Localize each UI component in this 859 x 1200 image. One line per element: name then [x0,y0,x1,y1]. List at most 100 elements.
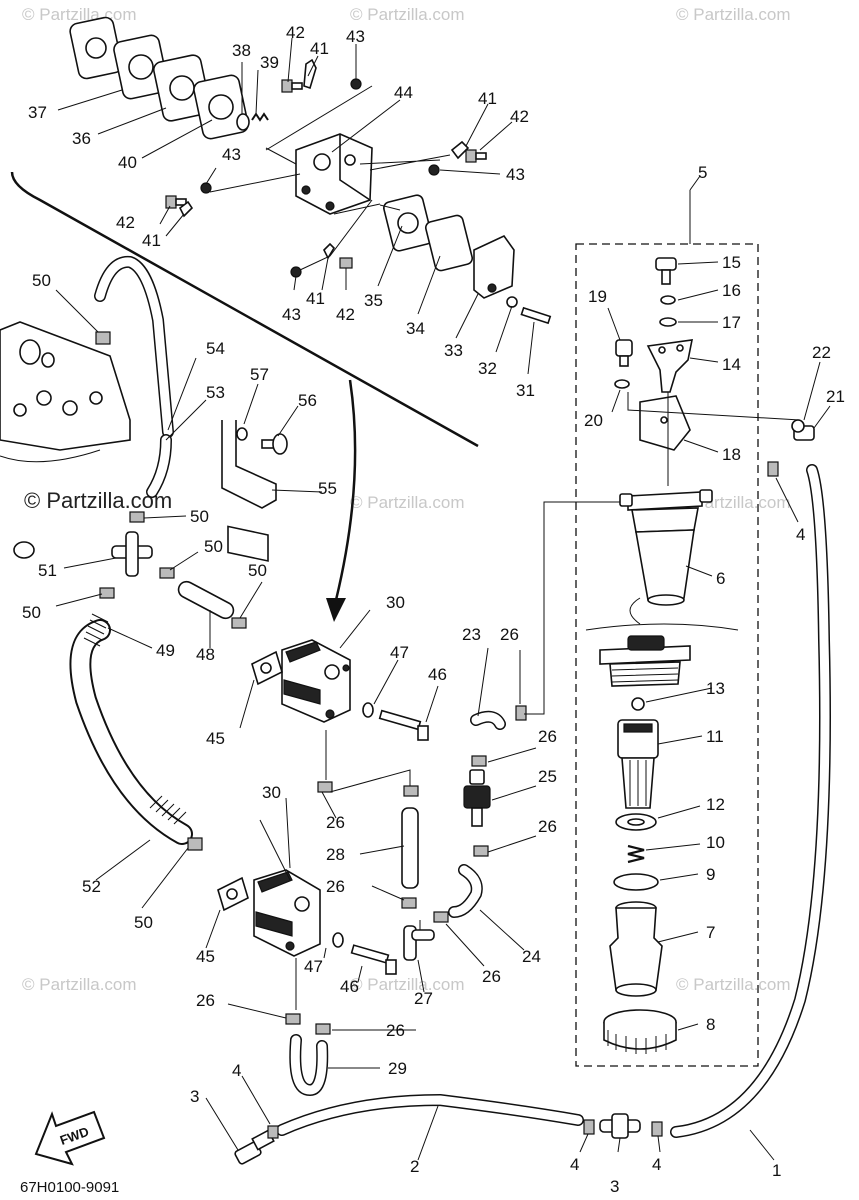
leaders-bracket [627,392,801,486]
callout-30: 30 [262,783,281,802]
clamp-26c [401,897,417,909]
callout-43: 43 [222,145,241,164]
callout-54: 54 [206,339,225,358]
callout-43: 43 [346,27,365,46]
callout-40: 40 [118,153,137,172]
callout-42: 42 [286,23,305,42]
bolt-46-bottom [350,944,397,975]
callout-3: 3 [190,1087,199,1106]
clamp-4b [583,1119,595,1135]
bolt-15 [655,257,677,285]
callout-30: 30 [386,593,405,612]
fuel-filter-25 [463,769,491,827]
clamp-26f [315,1023,331,1035]
clamp-50a [95,331,111,345]
watermark-layer: © Partzilla.com © Partzilla.com © Partzi… [22,5,791,994]
washer-32 [506,296,518,308]
clamp-50d [99,587,115,599]
screw-31 [520,306,552,325]
spring-10 [627,844,645,864]
callout-34: 34 [406,319,425,338]
hose-52-inner [71,621,191,843]
clip-41c [178,200,194,218]
pump-plate-36 [113,34,169,100]
callout-26: 26 [538,817,557,836]
callout-21: 21 [826,387,845,406]
callout-1: 1 [772,1161,781,1180]
callout-49: 49 [156,641,175,660]
section-divider [10,171,479,448]
screw-42 [281,79,303,93]
washer-47-bottom [332,932,344,948]
corrugation-bottom [149,795,187,825]
watermark: © Partzilla.com [22,5,137,24]
connector-3-right [599,1113,641,1139]
callout-38: 38 [232,41,251,60]
callout-31: 31 [516,381,535,400]
callout-43: 43 [282,305,301,324]
leader-lines-left [55,289,775,1161]
callout-46: 46 [428,665,447,684]
assembly-leads-top [209,85,451,271]
hose-1-outer [670,464,831,1138]
callout-44: 44 [394,83,413,102]
connection-lines-center [259,501,628,1010]
washer-47-top [362,702,374,718]
clamp-26a [317,781,333,793]
bowl-nut-8 [603,1009,677,1054]
callout-26: 26 [482,967,501,986]
callout-36: 36 [72,129,91,148]
clamp-26i [515,705,527,721]
separator-line [585,623,739,631]
callout-29: 29 [388,1059,407,1078]
clamp-50b [129,511,145,523]
pump-plate-34 [424,214,474,272]
callout-47: 47 [390,643,409,662]
callout-13: 13 [706,679,725,698]
spring-39 [251,112,269,122]
nut-43d [290,266,302,278]
watermark: © Partzilla.com [350,975,465,994]
clamp-4a [267,1125,279,1139]
filter-cap-assembly-6 [619,489,713,606]
hose-1-inner [671,465,830,1137]
assembly-arrow-line [334,379,357,601]
callout-4: 4 [796,525,805,544]
callout-26: 26 [326,813,345,832]
callout-56: 56 [298,391,317,410]
o-ring-9 [613,873,659,891]
hose-48 [177,580,235,620]
bolt-46-top [378,709,429,741]
hose-24-inner [449,865,482,917]
clamp-4d [767,461,779,477]
pump-gasket-35 [383,194,433,252]
callout-50: 50 [248,561,267,580]
o-ring-13 [631,697,645,711]
callout-52: 52 [82,877,101,896]
bracket-18 [639,395,691,451]
watermark: © Partzilla.com [350,493,465,512]
callout-numbers: 37 36 40 38 39 42 41 43 44 41 42 43 43 4… [22,23,845,1196]
watermark: © Partzilla.com [22,975,137,994]
callout-42: 42 [510,107,529,126]
callout-4: 4 [570,1155,579,1174]
nut-43b [428,164,440,176]
hose-23-inner [471,712,505,729]
pump-body-44 [295,133,373,215]
clamp-50f [187,837,203,851]
callout-33: 33 [444,341,463,360]
nut-43c [200,182,212,194]
washer-17 [659,317,677,327]
hose-28 [401,807,419,889]
leader-lines-top [57,37,535,375]
joint-27 [403,925,435,961]
callout-41: 41 [478,89,497,108]
callout-4: 4 [232,1061,241,1080]
pump-cover-33 [473,234,515,299]
callout-11: 11 [706,727,724,746]
clip-41b [450,140,470,160]
callout-45: 45 [206,729,225,748]
leader-lines-right [445,175,831,1031]
callout-15: 15 [722,253,741,272]
